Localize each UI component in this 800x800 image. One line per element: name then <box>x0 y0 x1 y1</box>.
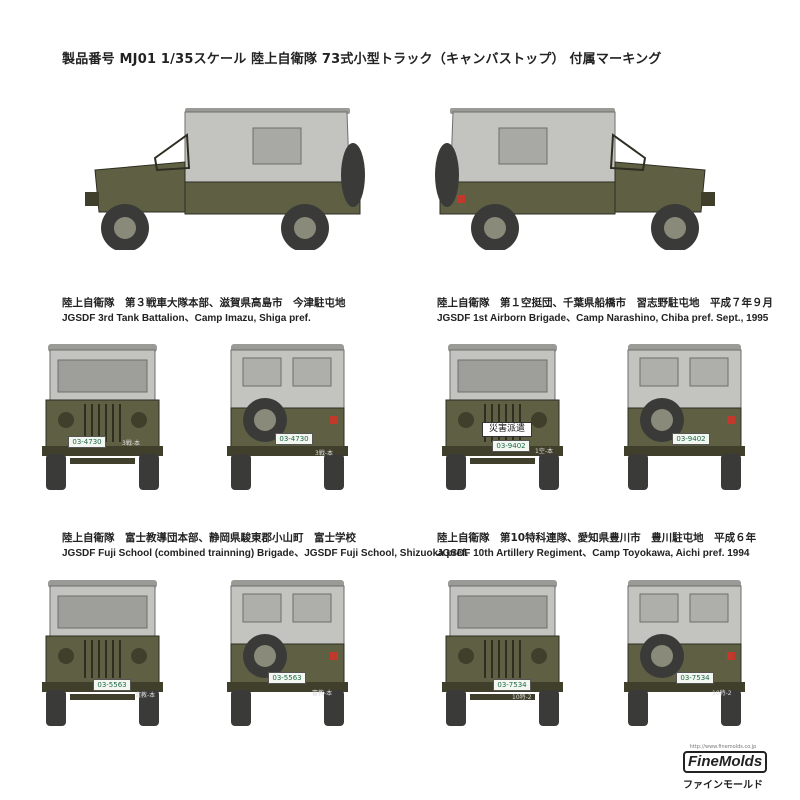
marking-caption: 陸上自衛隊 第３戦車大隊本部、滋賀県高島市 今津駐屯地 JGSDF 3rd Ta… <box>62 296 346 326</box>
front-view <box>42 580 163 726</box>
page-title: 製品番号 MJ01 1/35スケール 陸上自衛隊 73式小型トラック（キャンバス… <box>62 52 662 67</box>
unit-label: 3戦-本 <box>122 440 140 447</box>
license-plate: 03-4730 <box>68 436 106 448</box>
front-view <box>442 344 563 490</box>
caption-jp: 陸上自衛隊 第３戦車大隊本部、滋賀県高島市 今津駐屯地 <box>62 297 346 309</box>
side-view-left <box>85 108 365 250</box>
unit-label: 10特-2 <box>712 690 732 697</box>
unit-label: 1空-本 <box>535 448 553 455</box>
marking-caption: 陸上自衛隊 第10特科連隊、愛知県豊川市 豊川駐屯地 平成６年 JGSDF 10… <box>437 531 756 561</box>
marking-caption: 陸上自衛隊 富士教導団本部、静岡県駿東郡小山町 富士学校 JGSDF Fuji … <box>62 531 468 561</box>
rear-view <box>624 344 745 490</box>
unit-label: 10特-2 <box>512 694 532 701</box>
license-plate: 03-7534 <box>493 679 531 691</box>
license-plate: 03-5563 <box>93 679 131 691</box>
license-plate: 03-4730 <box>275 433 313 445</box>
front-view <box>42 344 163 490</box>
caption-en: JGSDF 3rd Tank Battalion、Camp Imazu, Shi… <box>62 313 311 324</box>
rear-view <box>624 580 745 726</box>
side-view-right <box>435 108 715 250</box>
rear-view <box>227 344 348 490</box>
marking-caption: 陸上自衛隊 第１空挺団、千葉県船橋市 習志野駐屯地 平成７年９月 JGSDF 1… <box>437 296 773 326</box>
brand-kana: ファインモールド <box>683 780 763 791</box>
rear-view <box>227 580 348 726</box>
front-view <box>442 580 563 726</box>
brand-url: http://www.finemolds.co.jp <box>689 744 757 750</box>
license-plate: 03-9402 <box>492 440 530 452</box>
caption-en: JGSDF Fuji School (combined trainning) B… <box>62 548 469 559</box>
license-plate: 03-9402 <box>672 433 710 445</box>
caption-jp: 陸上自衛隊 第１空挺団、千葉県船橋市 習志野駐屯地 平成７年９月 <box>437 297 773 309</box>
caption-jp: 陸上自衛隊 第10特科連隊、愛知県豊川市 豊川駐屯地 平成６年 <box>437 532 757 544</box>
brand-wordmark: FineMolds <box>683 751 768 773</box>
brand-logo: http://www.finemolds.co.jp FineMolds ファイ… <box>683 744 768 791</box>
caption-jp: 陸上自衛隊 富士教導団本部、静岡県駿東郡小山町 富士学校 <box>62 532 356 544</box>
caption-en: JGSDF 10th Artillery Regiment、Camp Toyok… <box>437 548 750 559</box>
license-plate: 03-7534 <box>676 672 714 684</box>
license-plate: 03-5563 <box>268 672 306 684</box>
caption-en: JGSDF 1st Airborn Brigade、Camp Narashino… <box>437 313 769 324</box>
unit-label: 3戦-本 <box>315 450 333 457</box>
unit-label: 富教-本 <box>135 692 156 699</box>
disaster-relief-sign: 災害派遣 <box>482 422 532 437</box>
unit-label: 富教-本 <box>312 690 333 697</box>
